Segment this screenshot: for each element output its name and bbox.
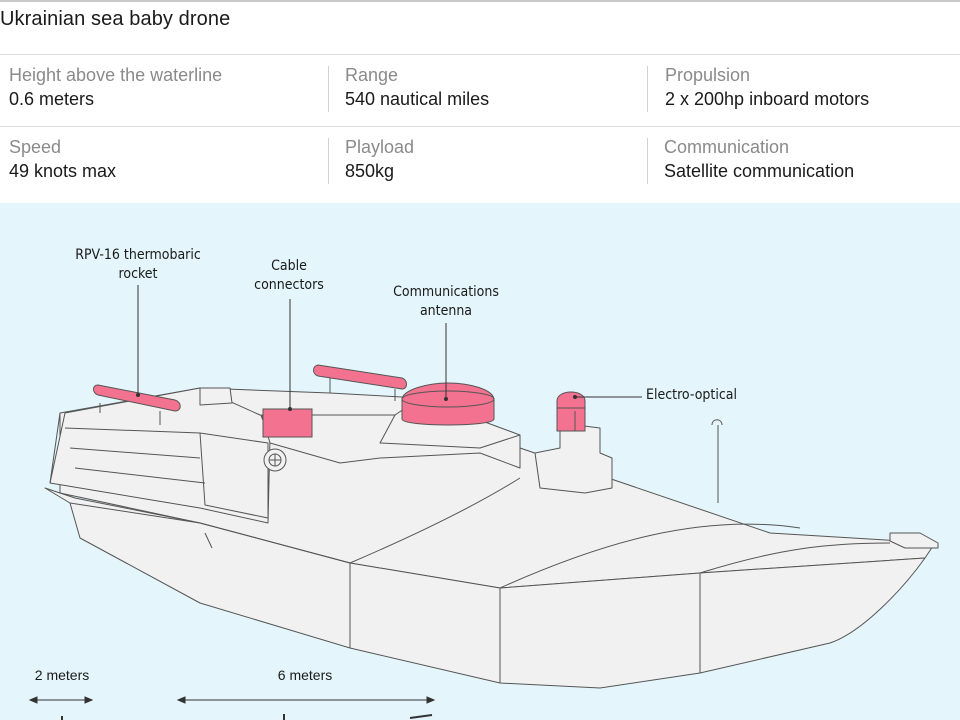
scale-label-large: 6 meters bbox=[277, 667, 333, 683]
callout-cable: Cable connectors bbox=[254, 258, 324, 293]
cable-connectors bbox=[262, 408, 313, 438]
page-title: Ukrainian sea baby drone bbox=[0, 8, 231, 30]
spec-propulsion: Propulsion 2 x 200hp inboard motors bbox=[665, 64, 869, 112]
callout-electro-optical: Electro-optical bbox=[646, 387, 737, 403]
spec-label: Playload bbox=[345, 137, 415, 157]
spec-label: Propulsion bbox=[665, 65, 751, 85]
spec-range: Range 540 nautical miles bbox=[345, 64, 489, 112]
drone-illustration bbox=[28, 285, 939, 720]
electro-optical-turret bbox=[556, 391, 586, 432]
spec-label: Speed bbox=[9, 137, 62, 157]
spec-label: Communication bbox=[664, 137, 790, 157]
intake-fan bbox=[263, 448, 287, 472]
scale-label-small: 2 meters bbox=[34, 667, 90, 683]
deck-box bbox=[199, 387, 233, 406]
superstructure bbox=[261, 414, 521, 469]
column-divider bbox=[328, 66, 329, 112]
drone-diagram: RPV-16 thermobaric rocket Cable connecto… bbox=[0, 203, 960, 720]
callout-rocket: RPV-16 thermobaric rocket bbox=[75, 247, 201, 282]
deck-box bbox=[889, 532, 939, 549]
antenna-dome bbox=[401, 382, 495, 426]
spec-value: 2 x 200hp inboard motors bbox=[665, 89, 870, 109]
rocket-tube bbox=[93, 384, 181, 412]
cabin-side-face bbox=[199, 432, 269, 519]
spec-label: Range bbox=[345, 65, 399, 85]
spec-communication: Communication Satellite communication bbox=[664, 136, 854, 184]
spec-value: 49 knots max bbox=[9, 161, 117, 181]
spec-value: 540 nautical miles bbox=[345, 89, 490, 109]
spec-speed: Speed 49 knots max bbox=[9, 136, 116, 184]
aft-housing bbox=[534, 422, 613, 494]
divider bbox=[0, 54, 960, 55]
column-divider bbox=[647, 138, 648, 184]
hull-side bbox=[44, 487, 926, 689]
top-rule bbox=[0, 0, 960, 2]
rocket-tube bbox=[313, 364, 407, 390]
column-divider bbox=[328, 138, 329, 184]
spec-value: Satellite communication bbox=[664, 161, 855, 181]
divider bbox=[0, 126, 960, 127]
column-divider bbox=[647, 66, 648, 112]
spec-height: Height above the waterline 0.6 meters bbox=[9, 64, 222, 112]
spec-value: 0.6 meters bbox=[9, 89, 95, 109]
spec-payload: Playload 850kg bbox=[345, 136, 414, 184]
spec-label: Height above the waterline bbox=[9, 65, 223, 85]
spec-value: 850kg bbox=[345, 161, 395, 181]
callout-antenna: Communications antenna bbox=[393, 284, 499, 319]
